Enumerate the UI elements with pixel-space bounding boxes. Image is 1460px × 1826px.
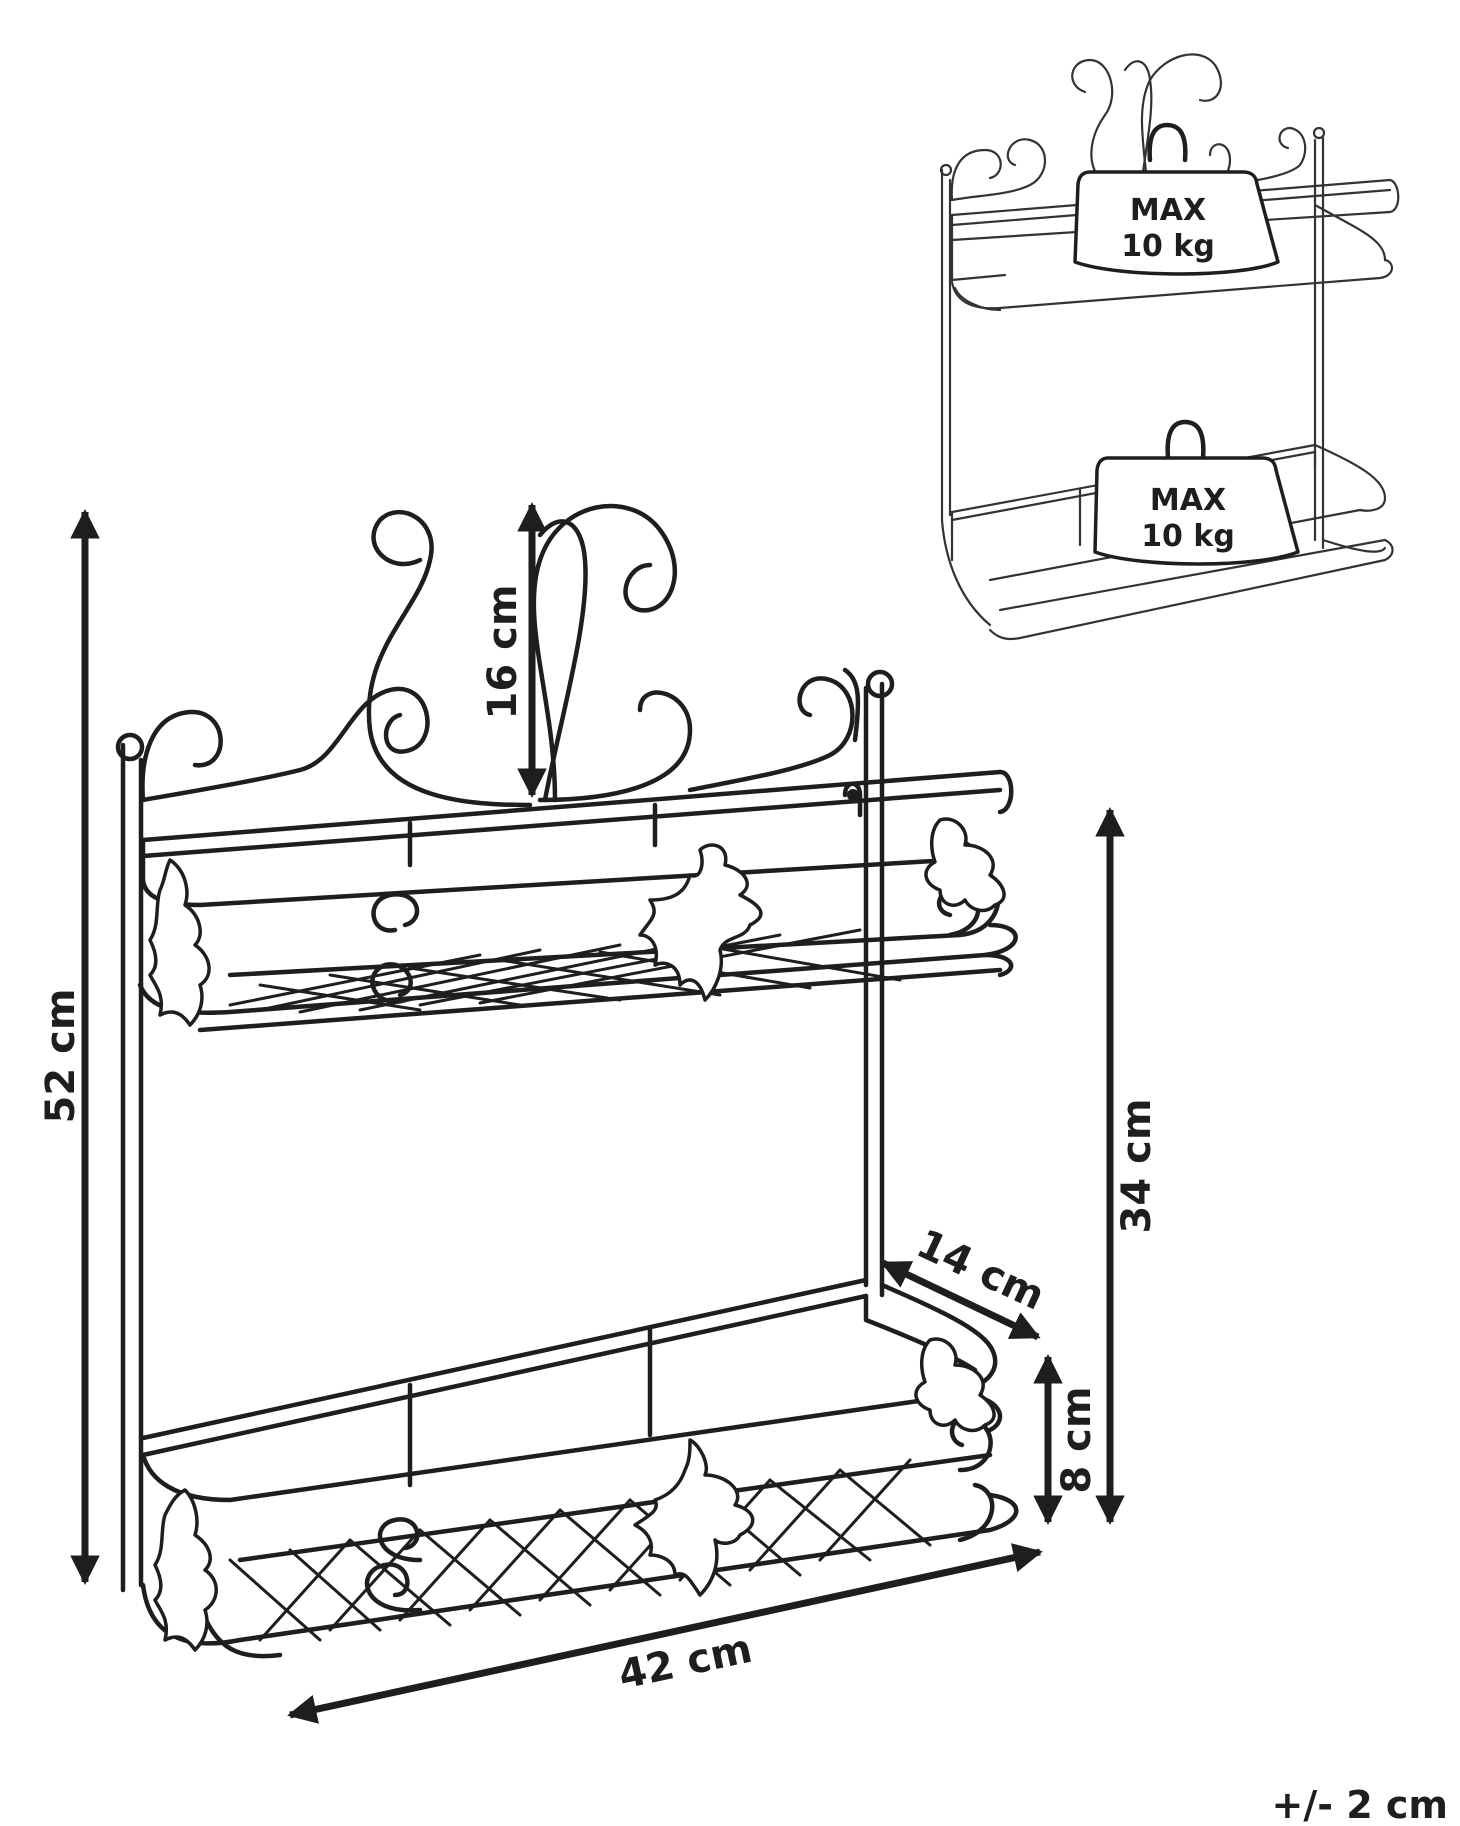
height-label: 52 cm — [38, 989, 84, 1124]
bottom-weight-line1: MAX — [1150, 483, 1226, 518]
dimension-lines — [70, 502, 1125, 1724]
width-42-line — [287, 1543, 1043, 1724]
depth-14-line — [880, 1259, 1041, 1341]
crown-height-label: 16 cm — [480, 585, 526, 720]
bottom-weight-line2: 10 kg — [1141, 519, 1235, 554]
tolerance-note: +/- 2 cm — [1271, 1783, 1448, 1826]
shelf-span-label: 34 cm — [1114, 1099, 1160, 1234]
bottom-weight-icon — [1093, 419, 1300, 566]
top-weight-line1: MAX — [1130, 193, 1206, 228]
rail-height-label: 8 cm — [1054, 1386, 1100, 1493]
top-weight-line2: 10 kg — [1121, 229, 1215, 264]
top-weight-icon — [1073, 122, 1280, 276]
wall-shelf-drawing — [115, 503, 1019, 1659]
